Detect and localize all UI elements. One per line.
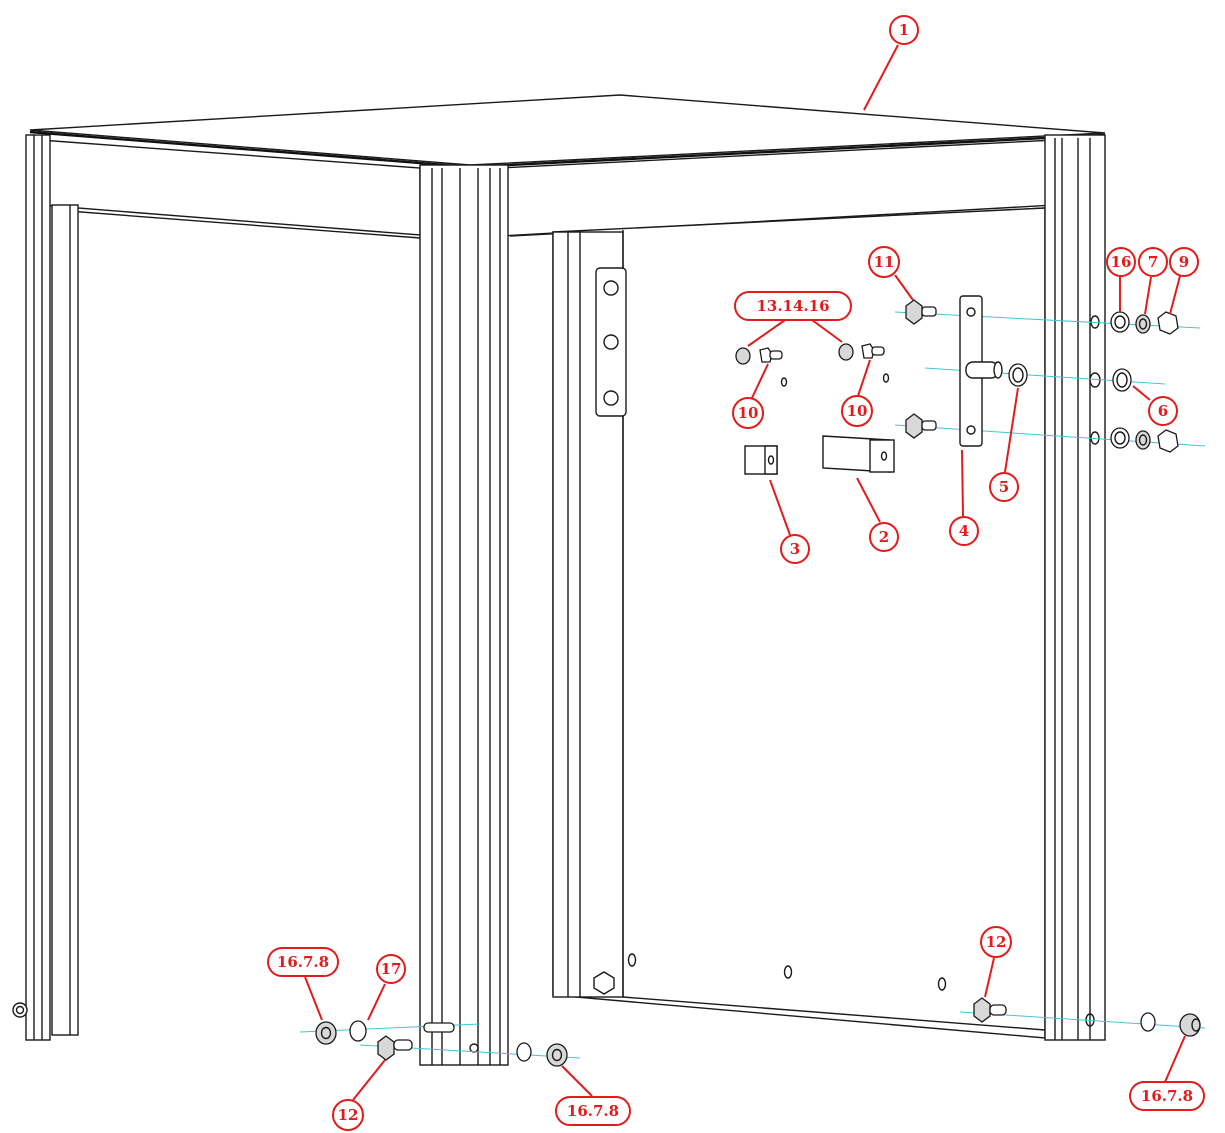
callout-2: 2	[869, 522, 899, 552]
callout-1: 1	[889, 15, 919, 45]
svg-text:12: 12	[986, 933, 1007, 951]
callout-16-7-8-right: 16.7.8	[1129, 1081, 1205, 1111]
svg-text:6: 6	[1158, 402, 1168, 420]
bracket-part-4	[959, 295, 1003, 447]
callout-11: 11	[868, 246, 900, 278]
callout-3: 3	[780, 534, 810, 564]
svg-text:10: 10	[847, 402, 868, 420]
callout-12b: 12	[980, 926, 1012, 958]
washer-part-6	[1112, 368, 1132, 392]
svg-text:13.14.16: 13.14.16	[756, 297, 829, 315]
center-post	[419, 164, 509, 1066]
clip-part-2	[822, 435, 895, 473]
svg-text:5: 5	[999, 478, 1009, 496]
left-post	[12, 134, 79, 1041]
callout-17: 17	[376, 954, 406, 984]
svg-text:16: 16	[1111, 253, 1132, 271]
svg-text:1: 1	[899, 21, 909, 39]
callout-16-7-8-left: 16.7.8	[267, 947, 339, 977]
small-parts	[315, 295, 1201, 1067]
svg-text:9: 9	[1179, 253, 1189, 271]
callout-12a: 12	[332, 1099, 364, 1131]
svg-text:4: 4	[959, 522, 969, 540]
svg-text:17: 17	[381, 960, 402, 978]
screws-part-10	[735, 343, 885, 365]
clip-part-3	[744, 445, 778, 475]
callout-13-14-16: 13.14.16	[734, 291, 852, 321]
callout-16: 16	[1106, 247, 1136, 277]
frame-structure	[12, 94, 1106, 1066]
back-panel	[552, 207, 1046, 1039]
callouts: 1 2 3 4 5 6 7 9 10 10 11 12 12 13.14.16 …	[267, 15, 1205, 1131]
svg-text:10: 10	[738, 404, 759, 422]
svg-text:7: 7	[1148, 253, 1158, 271]
right-post	[1044, 134, 1106, 1041]
fastener-stack-bottom-right	[973, 997, 1201, 1037]
svg-text:16.7.8: 16.7.8	[1141, 1087, 1193, 1105]
svg-text:2: 2	[879, 528, 889, 546]
callout-5: 5	[989, 472, 1019, 502]
fastener-stack-right	[1110, 311, 1179, 453]
top-panel	[29, 94, 1106, 166]
fastener-stack-bottom-left	[315, 1020, 568, 1067]
svg-text:12: 12	[338, 1106, 359, 1124]
callout-16-7-8-center: 16.7.8	[555, 1096, 631, 1126]
callout-9: 9	[1169, 247, 1199, 277]
bolt-part-11	[905, 299, 937, 439]
callout-7: 7	[1138, 247, 1168, 277]
svg-text:3: 3	[790, 540, 800, 558]
svg-text:11: 11	[874, 253, 895, 271]
callout-4: 4	[949, 516, 979, 546]
callout-10a: 10	[732, 397, 764, 429]
callout-10b: 10	[841, 395, 873, 427]
svg-text:16.7.8: 16.7.8	[277, 953, 329, 971]
callout-6: 6	[1148, 396, 1178, 426]
svg-text:16.7.8: 16.7.8	[567, 1102, 619, 1120]
leader-lines	[304, 44, 1186, 1101]
washer-part-5	[1008, 363, 1028, 387]
